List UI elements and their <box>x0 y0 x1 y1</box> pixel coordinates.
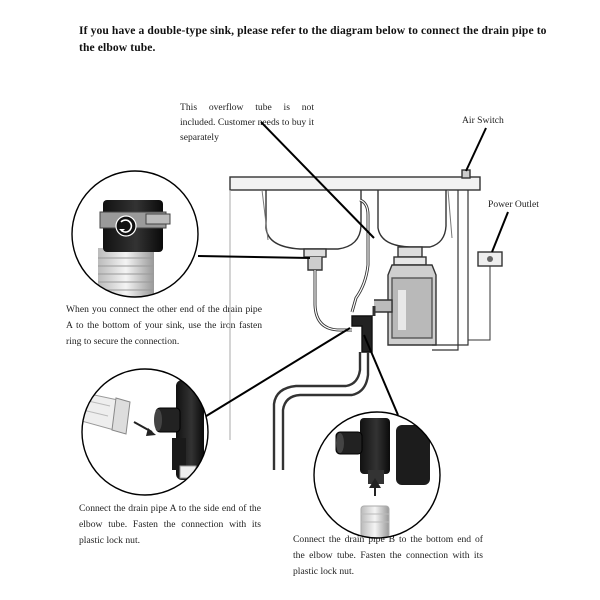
countertop <box>229 176 481 191</box>
power-outlet-label: Power Outlet <box>488 199 539 210</box>
pipe-a-caption: Connect the drain pipe A to the side end… <box>79 503 261 546</box>
fasten-ring-caption: When you connect the other end of the dr… <box>66 304 262 347</box>
power-cord <box>432 190 469 346</box>
detail-pipe-a-connection <box>81 368 209 496</box>
drain-pipe-a <box>313 270 352 332</box>
right-basin <box>377 190 447 248</box>
air-switch-button <box>461 169 471 179</box>
air-switch-label: Air Switch <box>462 115 504 126</box>
detail-pipe-b-connection <box>313 411 441 539</box>
instruction-heading: If you have a double-type sink, please r… <box>79 24 547 54</box>
drain-pipe-b <box>281 352 370 470</box>
overflow-tube-note: This overflow tube is not included. Cust… <box>180 102 314 143</box>
leader-lines <box>197 121 509 419</box>
left-drain <box>303 248 327 258</box>
disposer-unit <box>374 246 437 346</box>
left-basin <box>265 190 362 250</box>
pipe-b-caption: Connect the drain pipe B to the bottom e… <box>293 534 483 577</box>
detail-fasten-ring <box>71 170 199 298</box>
